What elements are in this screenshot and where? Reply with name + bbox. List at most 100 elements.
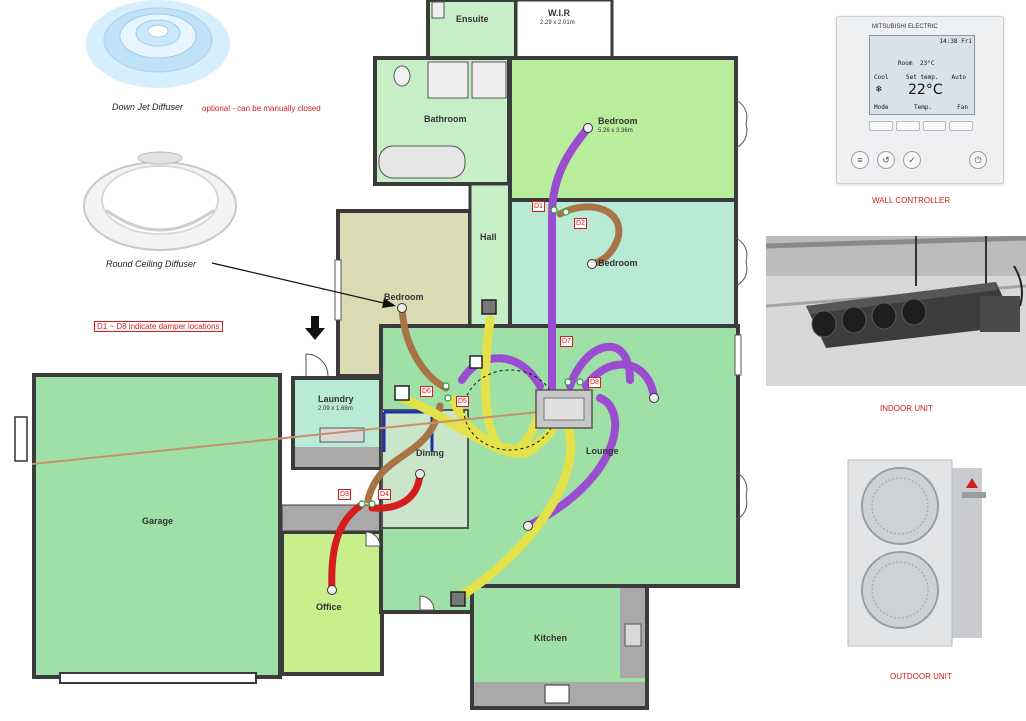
damper-mark-d4 xyxy=(368,500,376,508)
room-label-laundry: Laundry xyxy=(318,394,354,404)
controller-set-temp-label: Set temp. xyxy=(906,74,939,81)
controller-time: 14:38 Fri xyxy=(939,38,972,45)
round-diffuser-dining xyxy=(415,469,425,479)
controller-softkey-fan: Fan xyxy=(957,104,968,111)
damper-mark-d1 xyxy=(550,206,558,214)
room-dim-wir: 2.29 x 2.01m xyxy=(540,20,575,26)
controller-screen: MITSUBISHI ELECTRIC 14:38 Fri Room 23°C … xyxy=(869,24,975,115)
controller-room-temp: 23°C xyxy=(920,60,935,67)
return-grille-hall xyxy=(481,299,497,315)
round-diffuser-lounge xyxy=(649,393,659,403)
door-lounge xyxy=(735,471,748,521)
indoor-photo-outlet-4 xyxy=(901,298,927,326)
outdoor-fan-top xyxy=(861,467,939,545)
door-bedroom-top xyxy=(735,99,748,149)
room-label-ensuite: Ensuite xyxy=(456,14,489,24)
controller-softkey-temp: Temp. xyxy=(914,104,933,111)
wall-controller-caption: WALL CONTROLLER xyxy=(872,196,951,205)
damper-tag-d6: D6 xyxy=(420,386,433,397)
outdoor-fan-bottom-grille xyxy=(871,561,929,619)
door-office xyxy=(365,531,381,547)
entry-arrow xyxy=(305,316,325,340)
duct-red-dining xyxy=(368,470,424,512)
room-label-kitchen: Kitchen xyxy=(534,633,568,643)
bedroom-mid-room xyxy=(508,198,738,328)
wall-controller-image: MITSUBISHI ELECTRIC 14:38 Fri Room 23°C … xyxy=(836,16,1004,184)
shower-1 xyxy=(427,61,469,99)
outdoor-logo-mark xyxy=(966,478,978,488)
damper-legend-note: D1 ~ D8 indicate damper locations xyxy=(94,321,223,332)
damper-tag-d5: D5 xyxy=(456,396,469,407)
room-label-dining: Dining xyxy=(416,448,444,458)
indoor-photo-pipe xyxy=(1013,265,1023,307)
controller-confirm-icon: ✓ xyxy=(903,151,921,169)
round-diffuser-bedroom-mid xyxy=(587,259,597,269)
duct-purple-lounge-left xyxy=(458,354,544,390)
door-bedroom-mid xyxy=(735,237,748,287)
outdoor-badge xyxy=(962,492,986,498)
down-jet-diffuser-note: optional - can be manually closed xyxy=(202,104,321,113)
diffuser-pointer-line xyxy=(211,262,389,305)
controller-function-keys xyxy=(869,121,973,131)
room-label-office: Office xyxy=(316,602,342,612)
room-label-hall: Hall xyxy=(480,232,497,242)
duct-yellow-kitchen xyxy=(453,405,576,603)
return-grille-kitchen xyxy=(450,591,466,607)
controller-set-temp: 22°C xyxy=(908,82,943,98)
ensuite-toilet xyxy=(431,1,445,19)
diffuser-pointer-head xyxy=(382,298,396,308)
room-dim-bedroom-top: 5.26 x 3.36m xyxy=(598,128,633,134)
bedroom-top-room xyxy=(508,56,738,202)
duct-purple-lounge-loop xyxy=(566,343,634,390)
damper-mark-d5 xyxy=(444,394,452,402)
damper-mark-d2 xyxy=(562,208,570,216)
down-jet-diffuser-image xyxy=(86,0,230,88)
return-grille-laundry xyxy=(394,385,410,401)
door-kitchen xyxy=(419,595,435,611)
round-diffuser-office xyxy=(327,585,337,595)
room-label-bathroom: Bathroom xyxy=(424,114,467,124)
duct-brown-bedroom-left xyxy=(398,304,450,392)
round-diffuser-lounge-low xyxy=(523,521,533,531)
controller-key-2 xyxy=(895,121,920,131)
kitchen-sink xyxy=(624,623,642,647)
toilet-bath xyxy=(393,65,411,87)
controller-power-icon: ⏻ xyxy=(969,151,987,169)
controller-key-1 xyxy=(869,121,893,131)
round-diffuser-bedroom-top xyxy=(583,123,593,133)
garage-door xyxy=(59,672,257,684)
door-laundry xyxy=(305,353,329,377)
down-jet-diffuser-caption: Down Jet Diffuser xyxy=(112,102,184,112)
down-jet-diffuser-core xyxy=(147,24,169,38)
laundry-bench xyxy=(295,447,379,467)
shower-2 xyxy=(471,61,507,99)
round-ceiling-diffuser-neck xyxy=(137,151,183,165)
indoor-photo-outlet-3 xyxy=(871,302,897,330)
service-strip xyxy=(281,504,383,532)
duct-yellow-laundry xyxy=(397,393,545,458)
indoor-photo-control-box xyxy=(980,296,1020,332)
damper-tag-d2: D2 xyxy=(574,218,587,229)
indoor-photo-outlet-2 xyxy=(841,306,867,334)
return-grille-lounge xyxy=(469,355,483,369)
controller-menu-icon: ≡ xyxy=(851,151,869,169)
damper-tag-d7: D7 xyxy=(560,336,573,347)
damper-tag-d8: D8 xyxy=(588,377,601,388)
damper-tag-d1: D1 xyxy=(532,201,545,212)
controller-mode: Cool xyxy=(874,74,889,81)
round-ceiling-diffuser-caption: Round Ceiling Diffuser xyxy=(106,259,197,269)
damper-mark-d7 xyxy=(564,378,572,386)
controller-return-icon: ↺ xyxy=(877,151,895,169)
window-lounge xyxy=(734,334,742,376)
room-dim-laundry: 2.09 x 1.68m xyxy=(318,406,353,412)
room-label-bedroom-left: Bedroom xyxy=(384,292,424,302)
round-ceiling-diffuser-image xyxy=(83,151,237,251)
controller-snowflake-icon: ❄ xyxy=(876,84,883,95)
garage-meter xyxy=(14,416,28,462)
indoor-photo-beam-1 xyxy=(766,236,1026,249)
ducts xyxy=(328,124,658,603)
window-left-bedroom xyxy=(334,259,342,321)
damper-mark-d6 xyxy=(442,382,450,390)
